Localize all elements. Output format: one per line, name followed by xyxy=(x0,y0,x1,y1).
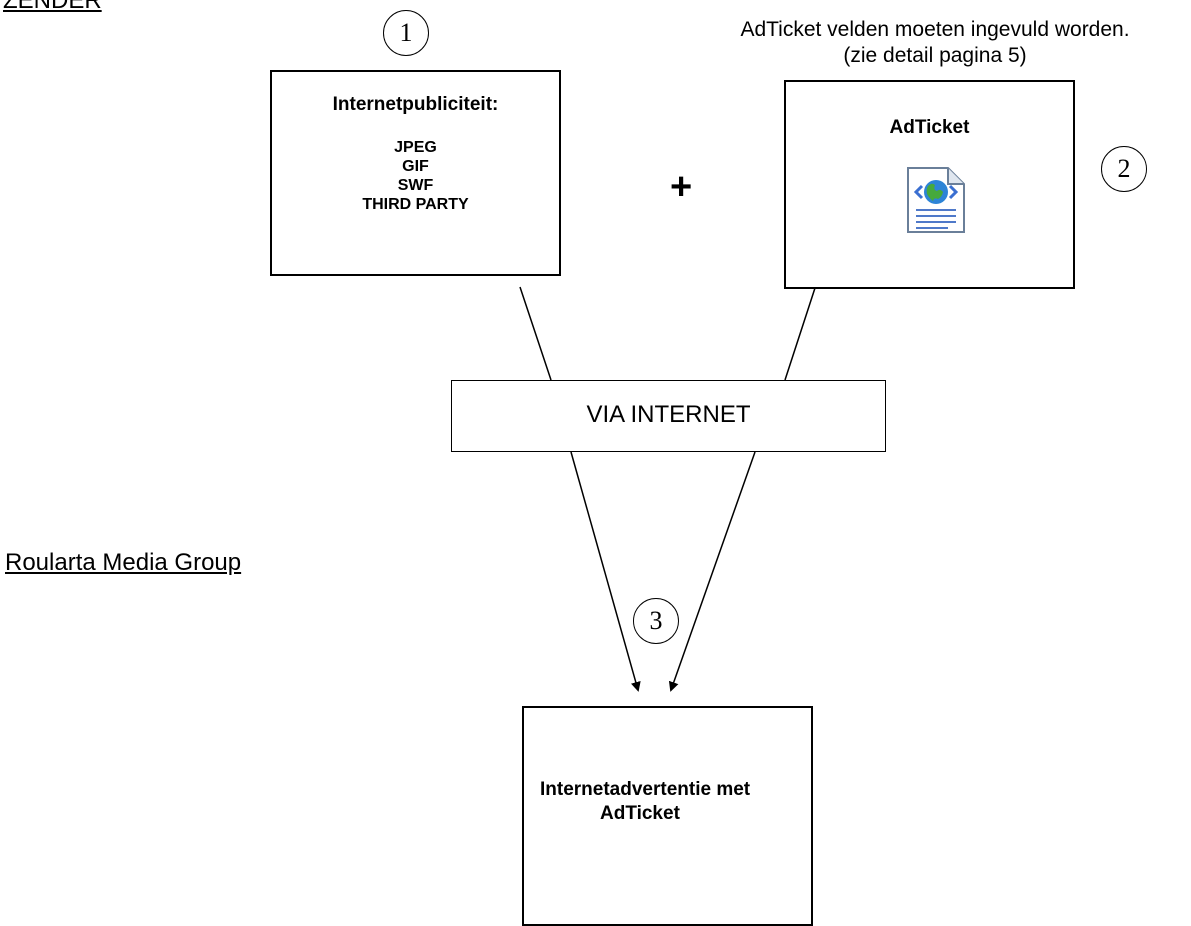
note-line-1: AdTicket velden moeten ingevuld worden. xyxy=(740,18,1130,41)
format-third-party: THIRD PARTY xyxy=(362,196,469,213)
adticket-note: AdTicket velden moeten ingevuld worden. … xyxy=(680,17,1190,69)
note-line-2: (zie detail pagina 5) xyxy=(843,44,1027,67)
adticket-title: AdTicket xyxy=(889,117,970,138)
step-2-circle: 2 xyxy=(1101,146,1147,192)
arrow-via-to-result-left xyxy=(570,451,641,692)
internet-publicity-box: Internetpubliciteit: JPEG GIF SWF THIRD … xyxy=(270,70,561,276)
format-jpeg: JPEG xyxy=(394,139,437,156)
line-adticket-to-via xyxy=(784,287,816,381)
internet-publicity-title: Internetpubliciteit: xyxy=(332,94,499,115)
receiver-label: Roularta Media Group xyxy=(5,549,242,576)
format-list: JPEG GIF SWF THIRD PARTY xyxy=(272,138,559,214)
arrow-via-to-result-right xyxy=(668,451,756,692)
plus-sign: + xyxy=(670,166,693,208)
result-line-1: Internetadvertentie met xyxy=(540,779,751,800)
format-gif: GIF xyxy=(402,158,429,175)
step-3-circle: 3 xyxy=(633,598,679,644)
web-document-icon xyxy=(907,167,965,233)
result-box: Internetadvertentie met AdTicket xyxy=(522,706,813,926)
format-swf: SWF xyxy=(397,177,434,194)
via-internet-label: VIA INTERNET xyxy=(586,401,751,428)
step-1-circle: 1 xyxy=(383,10,429,56)
line-internet-to-via xyxy=(519,286,552,381)
sender-label: ZENDER xyxy=(3,0,102,14)
adticket-box: AdTicket xyxy=(784,80,1075,289)
via-internet-box: VIA INTERNET xyxy=(451,380,886,452)
result-line-2: AdTicket xyxy=(600,803,680,824)
